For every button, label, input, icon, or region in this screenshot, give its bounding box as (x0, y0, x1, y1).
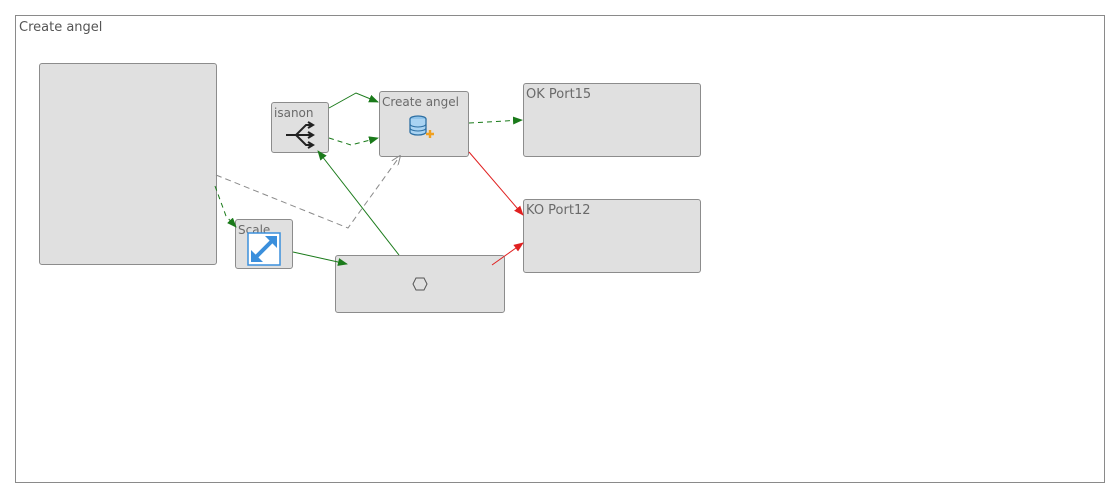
link-isanon-create-false[interactable] (328, 136, 379, 146)
isanon-node-label: isanon (274, 106, 314, 120)
link-isanon-create-true[interactable] (328, 92, 379, 109)
resize-arrows-icon (247, 232, 281, 266)
canvas-title: Create angel (19, 20, 103, 35)
branch-split-icon (286, 121, 315, 149)
ok-port-node-label: OK Port15 (526, 87, 592, 102)
link-input-scale[interactable] (214, 185, 237, 228)
input-node[interactable] (39, 63, 217, 265)
link-scale-hex[interactable] (292, 251, 348, 266)
link-hex-ko[interactable] (491, 242, 524, 266)
link-create-ok[interactable] (468, 116, 523, 125)
create-angel-node[interactable]: Create angel (379, 91, 469, 157)
hexagon-node[interactable] (335, 255, 505, 313)
scale-node[interactable]: Scale (235, 219, 293, 269)
ko-port-node[interactable]: KO Port12 (523, 199, 701, 273)
hexagon-icon (412, 277, 428, 291)
create-angel-node-label: Create angel (382, 95, 459, 109)
database-add-icon (409, 115, 434, 138)
link-input-create[interactable] (215, 156, 400, 229)
link-hex-isanon[interactable] (317, 150, 400, 256)
isanon-node[interactable]: isanon (271, 102, 329, 153)
ko-port-node-label: KO Port12 (526, 203, 591, 218)
link-create-ko[interactable] (468, 151, 524, 216)
ok-port-node[interactable]: OK Port15 (523, 83, 701, 157)
